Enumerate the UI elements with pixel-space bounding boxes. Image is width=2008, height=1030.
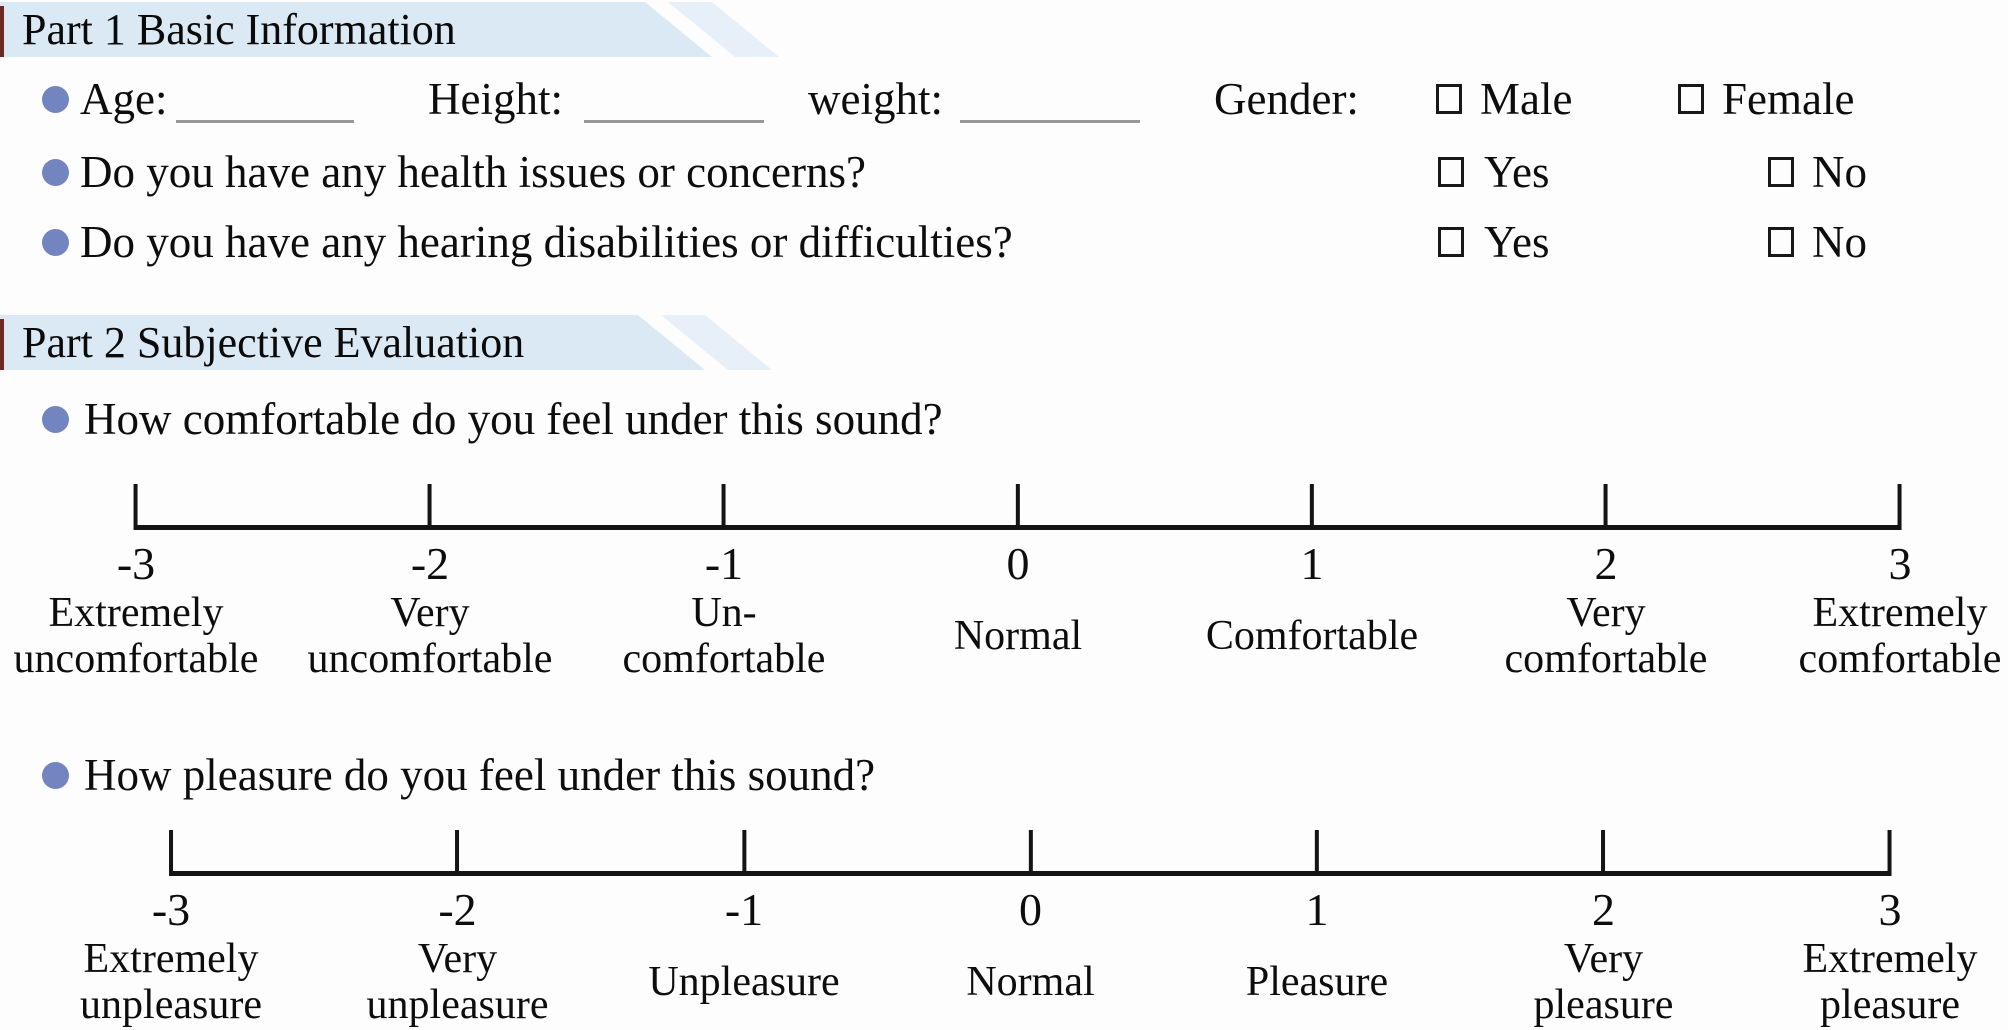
scale-point: -1 Un- comfortable (622, 484, 826, 682)
scale-tick[interactable] (1028, 830, 1033, 876)
scale-tick[interactable] (741, 830, 746, 876)
scale-tick[interactable] (721, 484, 726, 530)
female-label: Female (1722, 74, 1855, 124)
scale-point: -2 Very uncomfortable (307, 484, 553, 682)
scale-point: -2 Very unpleasure (366, 830, 549, 1028)
demographics-row: Age: Height: weight: Gender: Male Female (0, 71, 2008, 127)
hearing-question: Do you have any hearing disabilities or … (80, 217, 1013, 267)
scale-tick[interactable] (1603, 484, 1608, 530)
scale-label: Extremely pleasure (1802, 936, 1978, 1028)
scale-value: -1 (704, 538, 744, 589)
scale-value: 2 (1591, 884, 1615, 935)
scale-point: 3 Extremely comfortable (1798, 484, 2002, 682)
health-question: Do you have any health issues or concern… (80, 147, 867, 197)
scale-point: -3 Extremely unpleasure (80, 830, 262, 1028)
scale-value: 2 (1594, 538, 1618, 589)
bullet-icon (42, 229, 69, 256)
age-input-line[interactable] (176, 120, 354, 123)
scale-tick[interactable] (1898, 484, 1902, 530)
scale-label: Very pleasure (1533, 936, 1674, 1028)
health-no-label: No (1812, 147, 1867, 197)
banner-ribbon (0, 2, 712, 57)
page-edge-artifact (0, 319, 4, 370)
health-no-checkbox[interactable] (1768, 157, 1794, 187)
scale-value: -3 (151, 884, 191, 935)
scale-value: 0 (1006, 538, 1030, 589)
comfort-question: How comfortable do you feel under this s… (84, 394, 943, 444)
scale-value: 3 (1878, 884, 1902, 935)
gender-label: Gender: (1214, 74, 1359, 124)
scale-point: -3 Extremely uncomfortable (13, 484, 259, 682)
scale-tick[interactable] (428, 484, 432, 530)
scale-value: -2 (438, 884, 477, 935)
bullet-icon (42, 406, 69, 433)
scale-point: -1 Unpleasure (648, 830, 840, 1028)
scale-tick[interactable] (1601, 830, 1606, 876)
pleasure-question: How pleasure do you feel under this soun… (84, 750, 876, 800)
weight-input-line[interactable] (960, 120, 1140, 123)
scale-point: 3 Extremely pleasure (1802, 830, 1978, 1028)
scale-label: Pleasure (1245, 959, 1389, 1005)
bullet-icon (42, 762, 69, 789)
male-label: Male (1480, 74, 1573, 124)
male-checkbox[interactable] (1436, 84, 1462, 114)
scale-label: Very unpleasure (366, 936, 549, 1028)
scale-label: Normal (953, 613, 1083, 659)
scale-label: Comfortable (1205, 613, 1419, 659)
scale-tick[interactable] (455, 830, 460, 876)
scale-tick[interactable] (1314, 830, 1319, 876)
scale-label: Normal (966, 959, 1095, 1005)
scale-label: Extremely uncomfortable (13, 590, 259, 682)
scale-tick[interactable] (134, 484, 138, 530)
age-label: Age: (80, 74, 168, 124)
part2-title: Part 2 Subjective Evaluation (22, 318, 525, 367)
bullet-icon (42, 86, 69, 113)
hearing-yes-checkbox[interactable] (1438, 227, 1464, 257)
scale-tick[interactable] (1310, 484, 1314, 530)
scale-label: Unpleasure (648, 959, 840, 1005)
health-question-row: Do you have any health issues or concern… (0, 144, 2008, 200)
page-edge-artifact (0, 6, 4, 57)
health-yes-label: Yes (1484, 147, 1550, 197)
scale-point: 1 Pleasure (1246, 830, 1388, 1028)
scale-value: -1 (724, 884, 764, 935)
scale-value: -3 (116, 538, 156, 589)
weight-label: weight: (808, 74, 943, 124)
scale-point: 0 Normal (954, 484, 1082, 682)
part2-banner: Part 2 Subjective Evaluation (0, 315, 790, 370)
scale-point: 1 Comfortable (1206, 484, 1418, 682)
scale-label: Un- comfortable (622, 590, 826, 682)
hearing-yes-label: Yes (1484, 217, 1550, 267)
scale-value: 1 (1300, 538, 1324, 589)
scale-tick[interactable] (1888, 830, 1892, 876)
scale-label: Very uncomfortable (307, 590, 553, 682)
hearing-no-checkbox[interactable] (1768, 227, 1794, 257)
hearing-no-label: No (1812, 217, 1867, 267)
height-label: Height: (428, 74, 563, 124)
scale-point: 0 Normal (966, 830, 1095, 1028)
hearing-question-row: Do you have any hearing disabilities or … (0, 214, 2008, 270)
scale-label: Extremely unpleasure (80, 936, 262, 1028)
scale-value: 1 (1305, 884, 1329, 935)
scale-tick[interactable] (1015, 484, 1020, 530)
scale-label: Very comfortable (1504, 590, 1708, 682)
comfort-rating-scale: -3 Extremely uncomfortable -2 Very uncom… (14, 484, 2001, 714)
bullet-icon (42, 159, 69, 186)
scale-label: Extremely comfortable (1798, 590, 2002, 682)
scale-value: 3 (1888, 538, 1912, 589)
banner-ribbon (0, 315, 705, 370)
female-checkbox[interactable] (1678, 84, 1704, 114)
health-yes-checkbox[interactable] (1438, 157, 1464, 187)
scale-value: -2 (410, 538, 450, 589)
comfort-question-row: How comfortable do you feel under this s… (0, 391, 2008, 447)
part1-title: Part 1 Basic Information (22, 5, 456, 54)
part1-banner: Part 1 Basic Information (0, 2, 790, 57)
scale-value: 0 (1018, 884, 1042, 935)
scale-point: 2 Very comfortable (1504, 484, 1708, 682)
pleasure-question-row: How pleasure do you feel under this soun… (0, 747, 2008, 803)
scale-point: 2 Very pleasure (1533, 830, 1674, 1028)
height-input-line[interactable] (584, 120, 764, 123)
scale-tick[interactable] (169, 830, 173, 876)
pleasure-rating-scale: -3 Extremely unpleasure -2 Very unpleasu… (80, 830, 1977, 1030)
